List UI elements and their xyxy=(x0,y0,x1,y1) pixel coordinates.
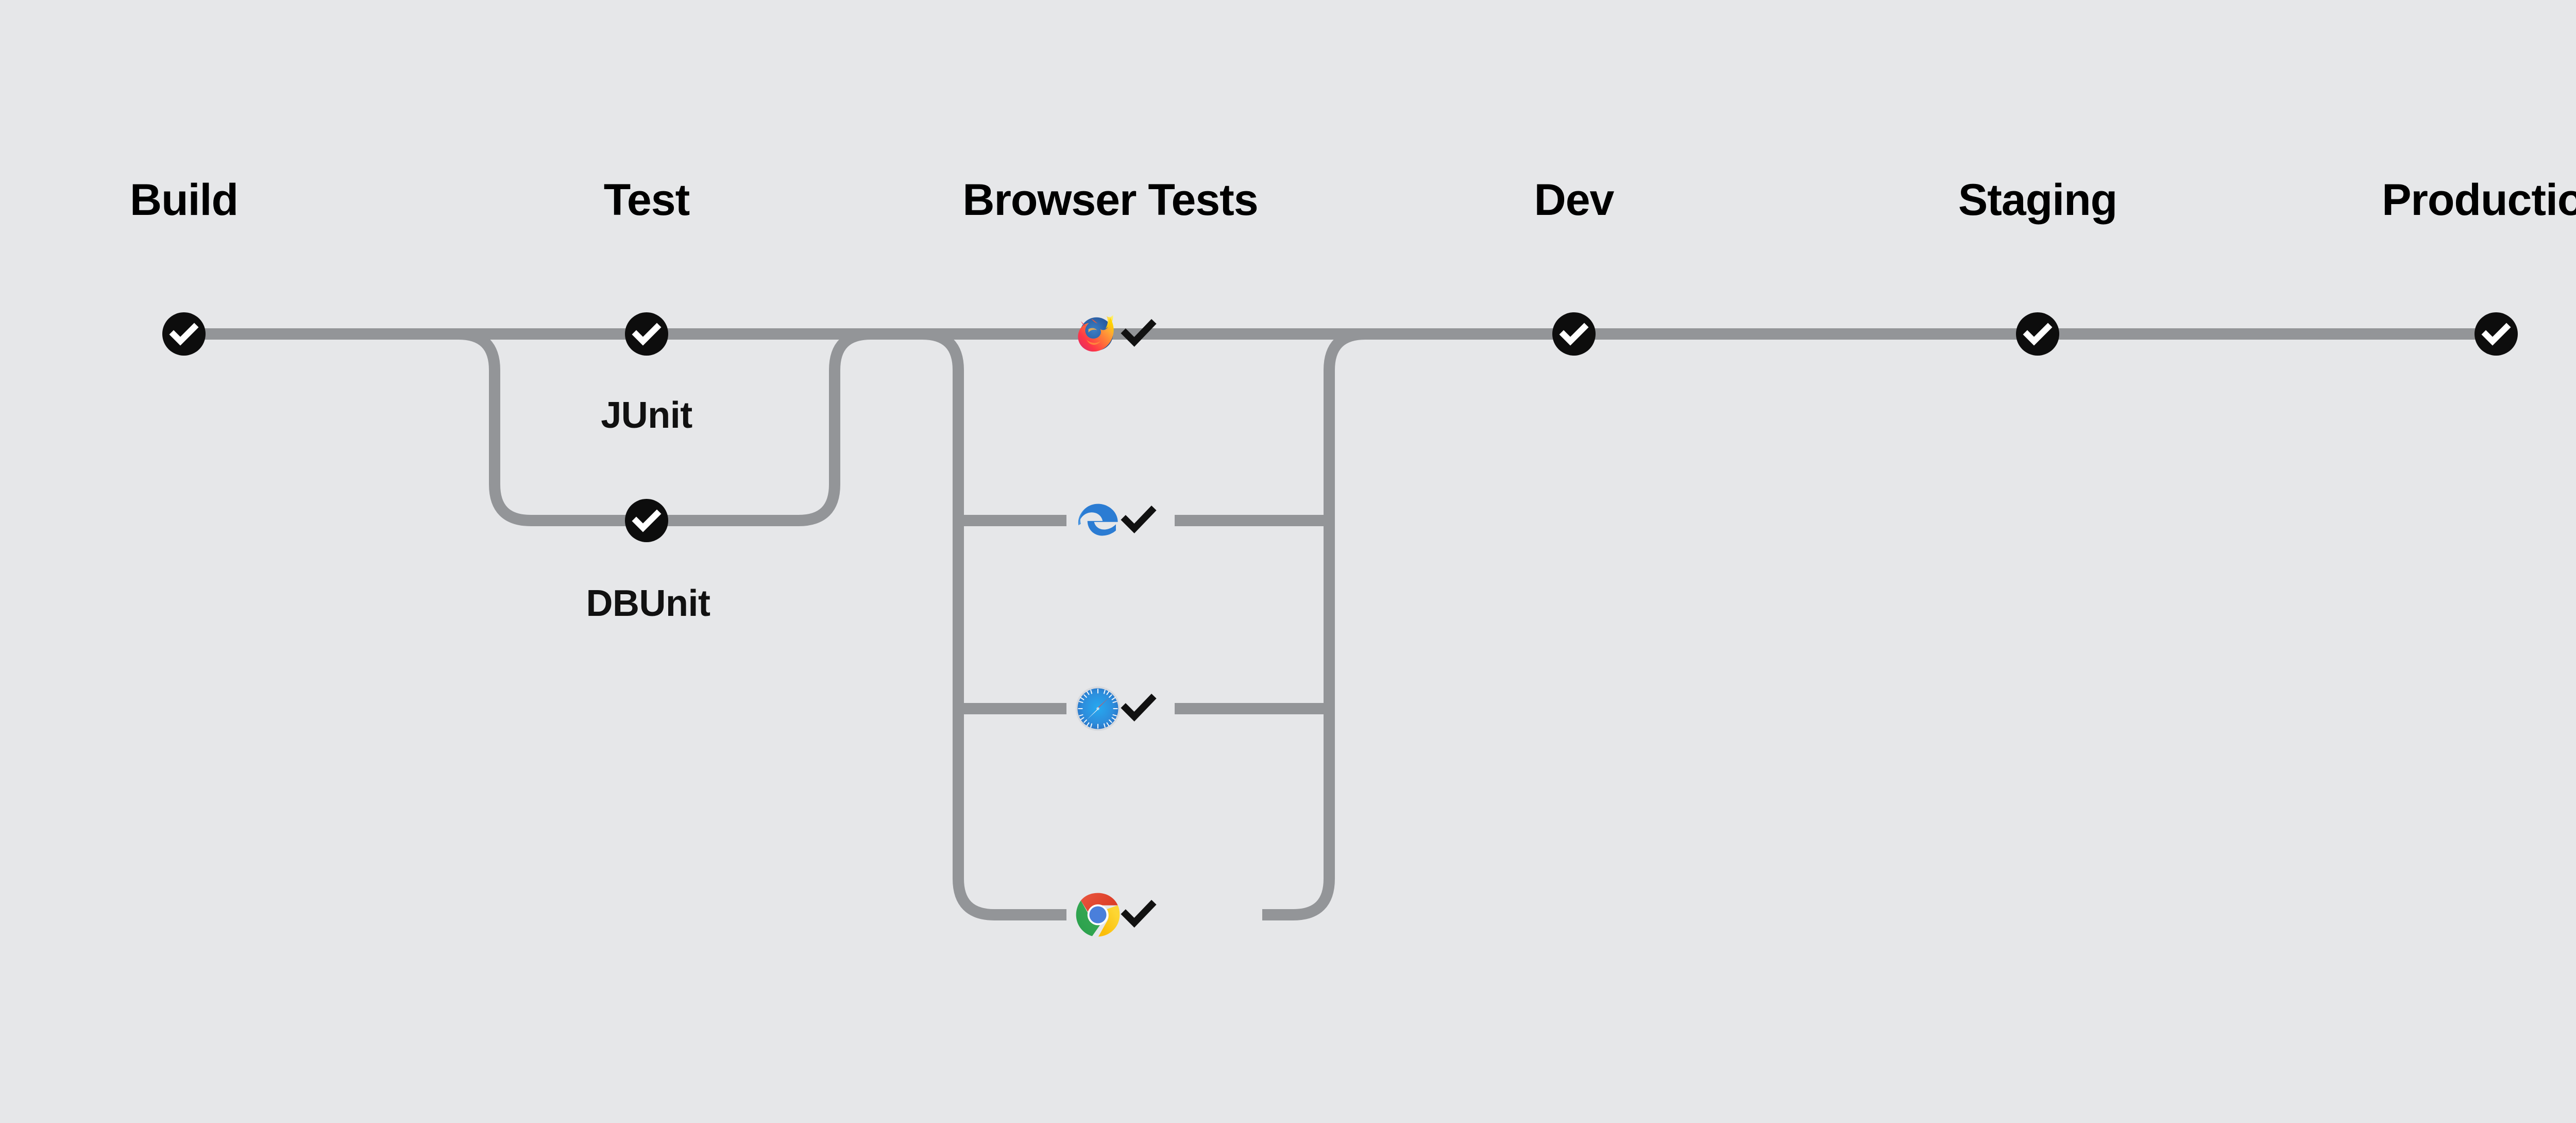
check-circle-icon xyxy=(2023,323,2053,346)
check-icon xyxy=(1121,899,1157,928)
stage-label-dev: Dev xyxy=(1534,175,1615,225)
stage-label-production: Production xyxy=(2382,175,2576,225)
stage-node-dev[interactable] xyxy=(1552,312,1596,356)
check-circle-icon xyxy=(632,323,662,346)
check-icon xyxy=(1121,693,1157,722)
browser-job-chrome[interactable] xyxy=(1074,891,1157,938)
stage-node-build[interactable] xyxy=(162,312,206,356)
connector-test-branch-in xyxy=(647,328,871,526)
browser-job-safari[interactable] xyxy=(1074,685,1157,732)
check-circle-icon xyxy=(1559,323,1589,346)
check-icon xyxy=(1121,319,1157,347)
chrome-icon xyxy=(1076,893,1120,937)
edge-icon xyxy=(1078,504,1118,536)
stage-label-build: Build xyxy=(130,175,239,225)
stage-node-junit[interactable] xyxy=(625,312,668,356)
stage-label-browser-tests: Browser Tests xyxy=(962,175,1258,225)
browser-job-edge[interactable] xyxy=(1074,497,1157,544)
check-circle-icon xyxy=(2481,323,2511,346)
stage-node-production[interactable] xyxy=(2475,312,2518,356)
connector-browser-merge-trunk xyxy=(1262,328,1366,920)
firefox-icon xyxy=(1078,315,1114,352)
job-label-dbunit: DBUnit xyxy=(586,583,710,624)
browser-job-firefox[interactable] xyxy=(1074,310,1157,358)
check-circle-icon xyxy=(632,509,662,532)
check-icon xyxy=(1121,505,1157,533)
stage-label-staging: Staging xyxy=(1958,175,2117,225)
connector-test-branch-out xyxy=(458,328,647,526)
job-label-junit: JUnit xyxy=(601,395,692,436)
connector-browser-fanout-trunk xyxy=(922,328,1066,920)
safari-icon xyxy=(1075,686,1121,731)
stage-node-staging[interactable] xyxy=(2016,312,2059,356)
stage-label-test: Test xyxy=(603,175,690,225)
stage-node-dbunit[interactable] xyxy=(625,499,668,542)
check-circle-icon xyxy=(169,323,199,346)
